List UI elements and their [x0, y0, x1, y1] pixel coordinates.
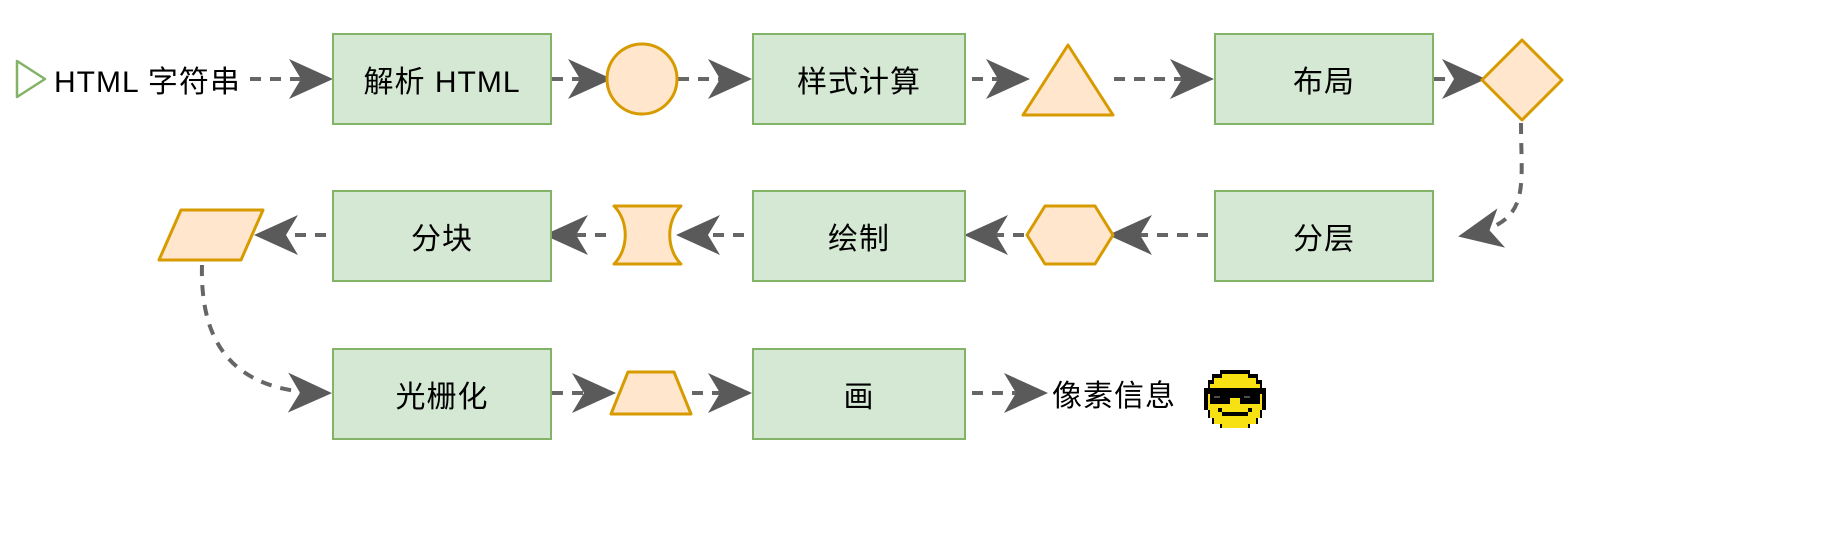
node-layering[interactable]: 分层: [1214, 190, 1434, 282]
sunglasses-face-emoji: [1204, 370, 1266, 428]
node-draw[interactable]: 画: [752, 348, 966, 440]
play-triangle-icon: [15, 59, 47, 99]
node-tiling-label: 分块: [411, 223, 473, 256]
node-draw-label: 画: [843, 381, 875, 414]
node-tiling[interactable]: 分块: [332, 190, 552, 282]
node-style-triangle[interactable]: [1020, 42, 1116, 118]
node-tiles-parallelogram[interactable]: [156, 207, 266, 263]
end-label: 像素信息: [1052, 380, 1176, 413]
node-rasterize-label: 光栅化: [395, 381, 489, 414]
edge-diamond-to-layering: [1458, 122, 1524, 248]
node-style-calc-label: 样式计算: [797, 66, 921, 99]
node-layering-label: 分层: [1293, 223, 1355, 256]
node-layout[interactable]: 布局: [1214, 33, 1434, 125]
node-rasterize[interactable]: 光栅化: [332, 348, 552, 440]
node-painting-label: 绘制: [828, 223, 890, 256]
start-label: HTML 字符串: [54, 66, 241, 99]
node-raster-trapezoid[interactable]: [608, 369, 694, 417]
node-painting[interactable]: 绘制: [752, 190, 966, 282]
node-parse-html-label: 解析 HTML: [363, 66, 521, 99]
node-parse-html[interactable]: 解析 HTML: [332, 33, 552, 125]
edge-parallelogram-to-rasterize: [199, 264, 332, 413]
node-style-calc[interactable]: 样式计算: [752, 33, 966, 125]
node-layout-label: 布局: [1293, 66, 1355, 99]
node-paint-document[interactable]: [606, 203, 684, 267]
node-dom-circle[interactable]: [604, 41, 680, 117]
node-layer-hexagon[interactable]: [1024, 203, 1116, 267]
node-layout-diamond[interactable]: [1479, 37, 1565, 123]
